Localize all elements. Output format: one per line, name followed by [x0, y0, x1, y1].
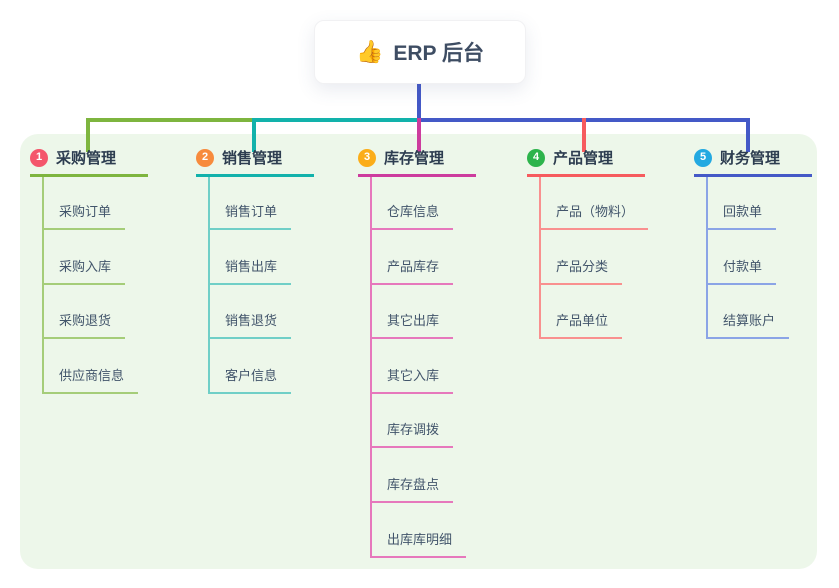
- child-node-销售退货[interactable]: 销售退货: [208, 311, 292, 339]
- child-node-产品（物料）[interactable]: 产品（物料）: [539, 202, 649, 230]
- branch-label: 库存管理: [384, 150, 445, 167]
- child-node-产品分类[interactable]: 产品分类: [539, 257, 623, 285]
- branch-node-采购管理[interactable]: 1 采购管理: [30, 147, 148, 177]
- bus-line-left: [86, 118, 254, 122]
- root-node[interactable]: 👍 ERP 后台: [314, 20, 526, 84]
- branch-number-badge: 1: [30, 148, 48, 167]
- child-node-库存盘点[interactable]: 库存盘点: [370, 475, 454, 503]
- child-node-仓库信息[interactable]: 仓库信息: [370, 202, 454, 230]
- child-node-供应商信息[interactable]: 供应商信息: [42, 366, 139, 394]
- branch-drop-line: [582, 118, 586, 152]
- child-node-产品库存[interactable]: 产品库存: [370, 257, 454, 285]
- child-node-采购退货[interactable]: 采购退货: [42, 311, 126, 339]
- child-node-销售出库[interactable]: 销售出库: [208, 257, 292, 285]
- root-connector-line: [417, 81, 421, 122]
- child-node-采购订单[interactable]: 采购订单: [42, 202, 126, 230]
- child-node-回款单[interactable]: 回款单: [706, 202, 777, 230]
- branch-label: 财务管理: [720, 150, 781, 167]
- child-node-付款单[interactable]: 付款单: [706, 257, 777, 285]
- child-node-库存调拨[interactable]: 库存调拨: [370, 420, 454, 448]
- branch-spine-line: [208, 176, 210, 394]
- branch-spine-line: [539, 176, 541, 339]
- branch-label: 采购管理: [56, 150, 117, 167]
- child-node-产品单位[interactable]: 产品单位: [539, 311, 623, 339]
- root-node-label: ERP 后台: [393, 42, 485, 65]
- child-node-销售订单[interactable]: 销售订单: [208, 202, 292, 230]
- branch-spine-line: [42, 176, 44, 394]
- branch-number-badge: 5: [694, 148, 712, 167]
- child-node-客户信息[interactable]: 客户信息: [208, 366, 292, 394]
- child-node-其它入库[interactable]: 其它入库: [370, 366, 454, 394]
- child-node-结算账户[interactable]: 结算账户: [706, 311, 790, 339]
- branch-spine-line: [370, 176, 372, 558]
- branch-drop-line: [746, 118, 750, 152]
- child-node-其它出库[interactable]: 其它出库: [370, 311, 454, 339]
- branch-drop-line: [252, 118, 256, 152]
- branch-node-库存管理[interactable]: 3 库存管理: [358, 147, 476, 177]
- thumbs-up-icon: 👍: [355, 39, 384, 64]
- branch-number-badge: 3: [358, 148, 376, 167]
- branch-number-badge: 4: [527, 148, 545, 167]
- branch-spine-line: [706, 176, 708, 339]
- branch-drop-line: [86, 118, 90, 152]
- child-node-采购入库[interactable]: 采购入库: [42, 257, 126, 285]
- branches-panel: [20, 134, 817, 569]
- branch-label: 产品管理: [553, 150, 614, 167]
- branch-node-产品管理[interactable]: 4 产品管理: [527, 147, 645, 177]
- branch-drop-line: [417, 118, 421, 152]
- branch-node-销售管理[interactable]: 2 销售管理: [196, 147, 314, 177]
- branch-label: 销售管理: [222, 150, 283, 167]
- child-node-出库库明细[interactable]: 出库库明细: [370, 530, 467, 558]
- branch-node-财务管理[interactable]: 5 财务管理: [694, 147, 812, 177]
- bus-line-mid: [252, 118, 419, 122]
- branch-number-badge: 2: [196, 148, 214, 167]
